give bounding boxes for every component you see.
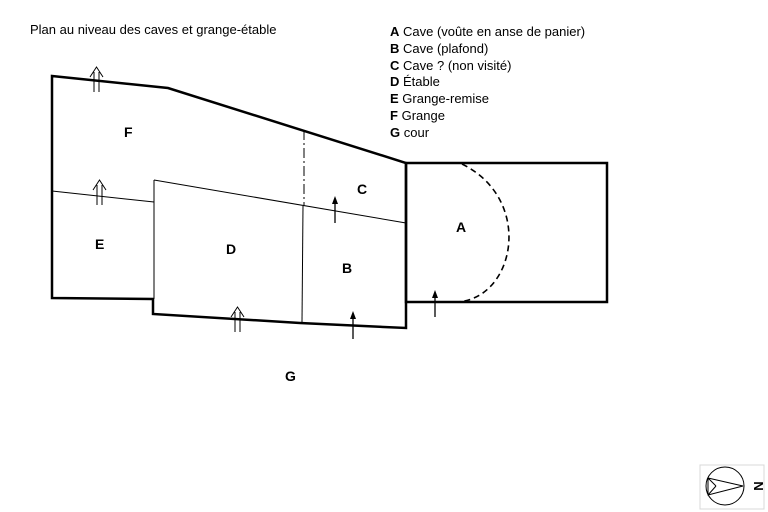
room-label-d: D: [226, 241, 236, 257]
legend-key: F: [390, 107, 398, 123]
legend-item-g: G cour: [390, 125, 585, 142]
double-arrow-e-f: [92, 179, 107, 205]
legend-text: Cave (voûte en anse de panier): [403, 24, 586, 39]
legend-key: G: [390, 124, 401, 140]
room-label-g: G: [285, 368, 296, 384]
arrow-b-entrance: [350, 311, 356, 339]
legend-item-a: A Cave (voûte en anse de panier): [390, 24, 585, 41]
legend-text: cour: [403, 124, 430, 140]
legend-text: Cave (plafond): [403, 40, 489, 56]
double-arrow-f-entrance: [89, 66, 104, 92]
north-compass-icon: N: [699, 464, 766, 510]
double-arrow-d-entrance: [230, 306, 245, 332]
legend: A Cave (voûte en anse de panier) B Cave …: [390, 24, 585, 142]
main-building-outline: [50, 74, 408, 330]
room-label-a: A: [456, 219, 466, 235]
legend-item-b: B Cave (plafond): [390, 41, 585, 58]
legend-key: C: [390, 57, 400, 73]
arrow-c-entrance: [332, 196, 338, 223]
room-label-c: C: [357, 181, 367, 197]
legend-text: Cave ? (non visité): [403, 57, 512, 73]
legend-text: Grange-remise: [402, 91, 489, 107]
wall-d-b: [301, 205, 304, 323]
legend-key: E: [390, 91, 399, 107]
room-label-e: E: [95, 236, 104, 252]
legend-item-d: D Étable: [390, 74, 585, 91]
legend-item-c: C Cave ? (non visité): [390, 58, 585, 75]
legend-text: Grange: [401, 107, 445, 123]
arrow-a-entrance: [432, 290, 438, 317]
legend-text: Étable: [403, 74, 440, 90]
cellar-a-outline: [404, 161, 609, 304]
legend-item-f: F Grange: [390, 108, 585, 125]
plan-title: Plan au niveau des caves et grange-établ…: [30, 22, 277, 37]
room-label-f: F: [124, 124, 133, 140]
legend-key: D: [390, 74, 400, 90]
room-label-b: B: [342, 260, 352, 276]
wall-d-top: [153, 179, 407, 224]
legend-key: A: [390, 24, 400, 39]
wall-e-f: [51, 190, 155, 203]
vault-arc: [455, 163, 510, 303]
legend-item-e: E Grange-remise: [390, 91, 585, 108]
compass-north-letter: N: [751, 481, 766, 490]
legend-key: B: [390, 40, 400, 56]
